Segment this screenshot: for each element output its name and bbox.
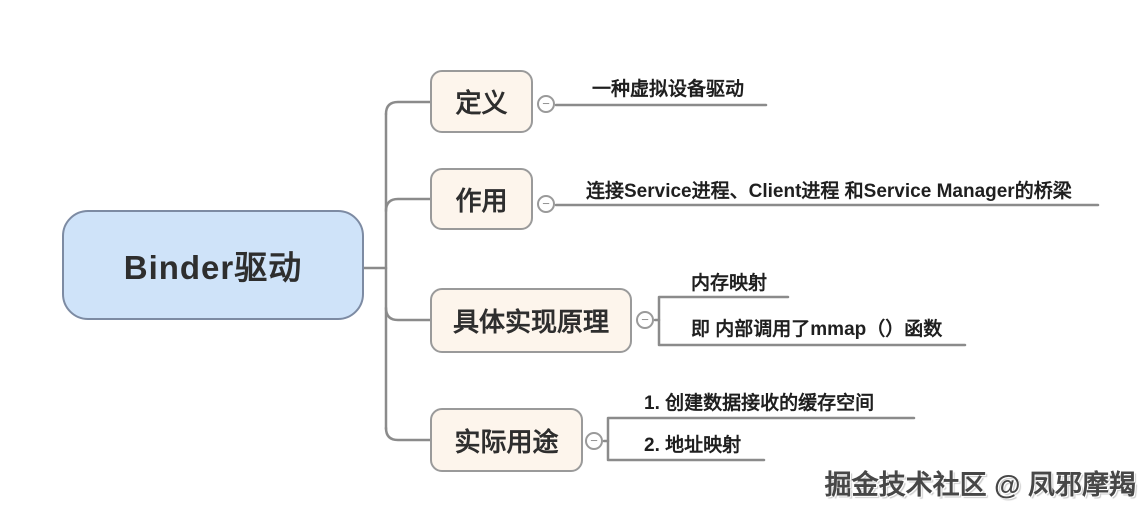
- node-implementation-principle[interactable]: 具体实现原理: [430, 288, 632, 353]
- node-definition[interactable]: 定义: [430, 70, 533, 133]
- branch-elbow-principle: [384, 306, 432, 322]
- node-implementation-principle-label: 具体实现原理: [452, 307, 609, 337]
- node-practical-use-label: 实际用途: [454, 426, 559, 457]
- node-definition-label: 定义: [455, 88, 508, 118]
- branch-elbow-definition: [384, 100, 432, 116]
- collapse-button-usage[interactable]: −: [585, 432, 603, 450]
- leaf-bridge-description[interactable]: 连接Service进程、Client进程 和Service Manager的桥梁: [586, 181, 1072, 202]
- node-function[interactable]: 作用: [430, 168, 533, 230]
- leaf-memory-mapping[interactable]: 内存映射: [691, 273, 768, 294]
- root-node-binder-driver[interactable]: Binder驱动: [62, 210, 364, 320]
- branch-elbow-usage: [384, 426, 432, 442]
- collapse-button-function[interactable]: −: [537, 195, 555, 213]
- leaf-bracket-principle: [657, 295, 967, 347]
- watermark: 掘金技术社区 @ 凤邪摩羯: [824, 470, 1136, 500]
- collapse-button-definition[interactable]: −: [537, 95, 555, 113]
- leaf-virtual-device-driver[interactable]: 一种虚拟设备驱动: [592, 79, 745, 100]
- collapse-button-principle[interactable]: −: [636, 311, 654, 329]
- root-node-label: Binder驱动: [123, 249, 303, 286]
- branch-elbow-function: [384, 197, 432, 213]
- leaf-address-mapping[interactable]: 2. 地址映射: [644, 435, 742, 456]
- leaf-bracket-usage: [606, 416, 916, 462]
- node-practical-use[interactable]: 实际用途: [430, 408, 583, 472]
- leaf-mmap-function[interactable]: 即 内部调用了mmap（）函数: [691, 319, 943, 340]
- node-function-label: 作用: [455, 185, 508, 216]
- leaf-create-buffer-space[interactable]: 1. 创建数据接收的缓存空间: [644, 393, 875, 414]
